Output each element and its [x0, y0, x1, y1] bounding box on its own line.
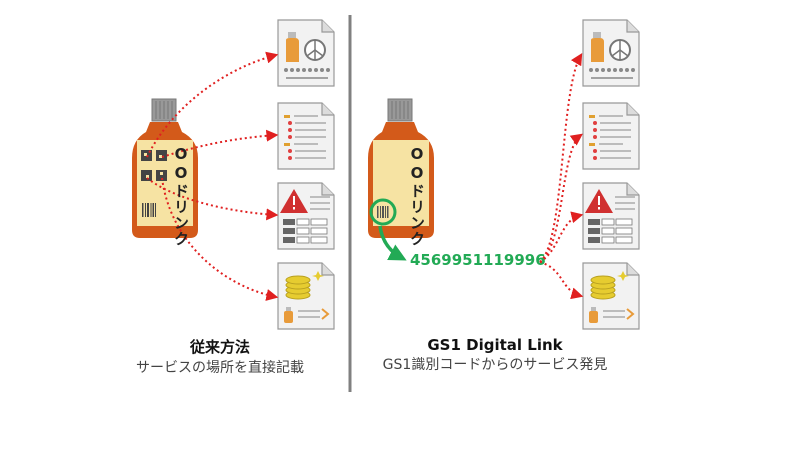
bottle-label-right: OOドリンク: [408, 145, 426, 247]
caption-left-subtitle: サービスの場所を直接記載: [136, 360, 304, 376]
caption-right-subtitle: GS1識別コードからのサービス発見: [382, 357, 608, 373]
doc-checklist-right: [582, 102, 640, 170]
caption-right: GS1 Digital Link GS1識別コードからのサービス発見: [355, 336, 635, 374]
doc-warning-left: [277, 182, 335, 250]
caption-left: 従来方法 サービスの場所を直接記載: [100, 336, 340, 377]
doc-info-left: [277, 19, 335, 87]
barcode-highlight-circle: [369, 198, 397, 226]
doc-coupon-left: [277, 262, 335, 330]
doc-coupon-right: [582, 262, 640, 330]
doc-checklist-left: [277, 102, 335, 170]
green-arrow: [378, 225, 407, 261]
caption-right-title: GS1 Digital Link: [427, 336, 563, 354]
gs1-code: 4569951119996: [410, 251, 546, 269]
bottle-label-left: OOドリンク: [172, 145, 190, 247]
doc-warning-right: [582, 182, 640, 250]
bottle-right: [368, 98, 434, 238]
left-arrows: [146, 51, 279, 301]
right-arrows: [539, 52, 584, 300]
caption-left-title: 従来方法: [189, 338, 250, 356]
doc-info-right: [582, 19, 640, 87]
